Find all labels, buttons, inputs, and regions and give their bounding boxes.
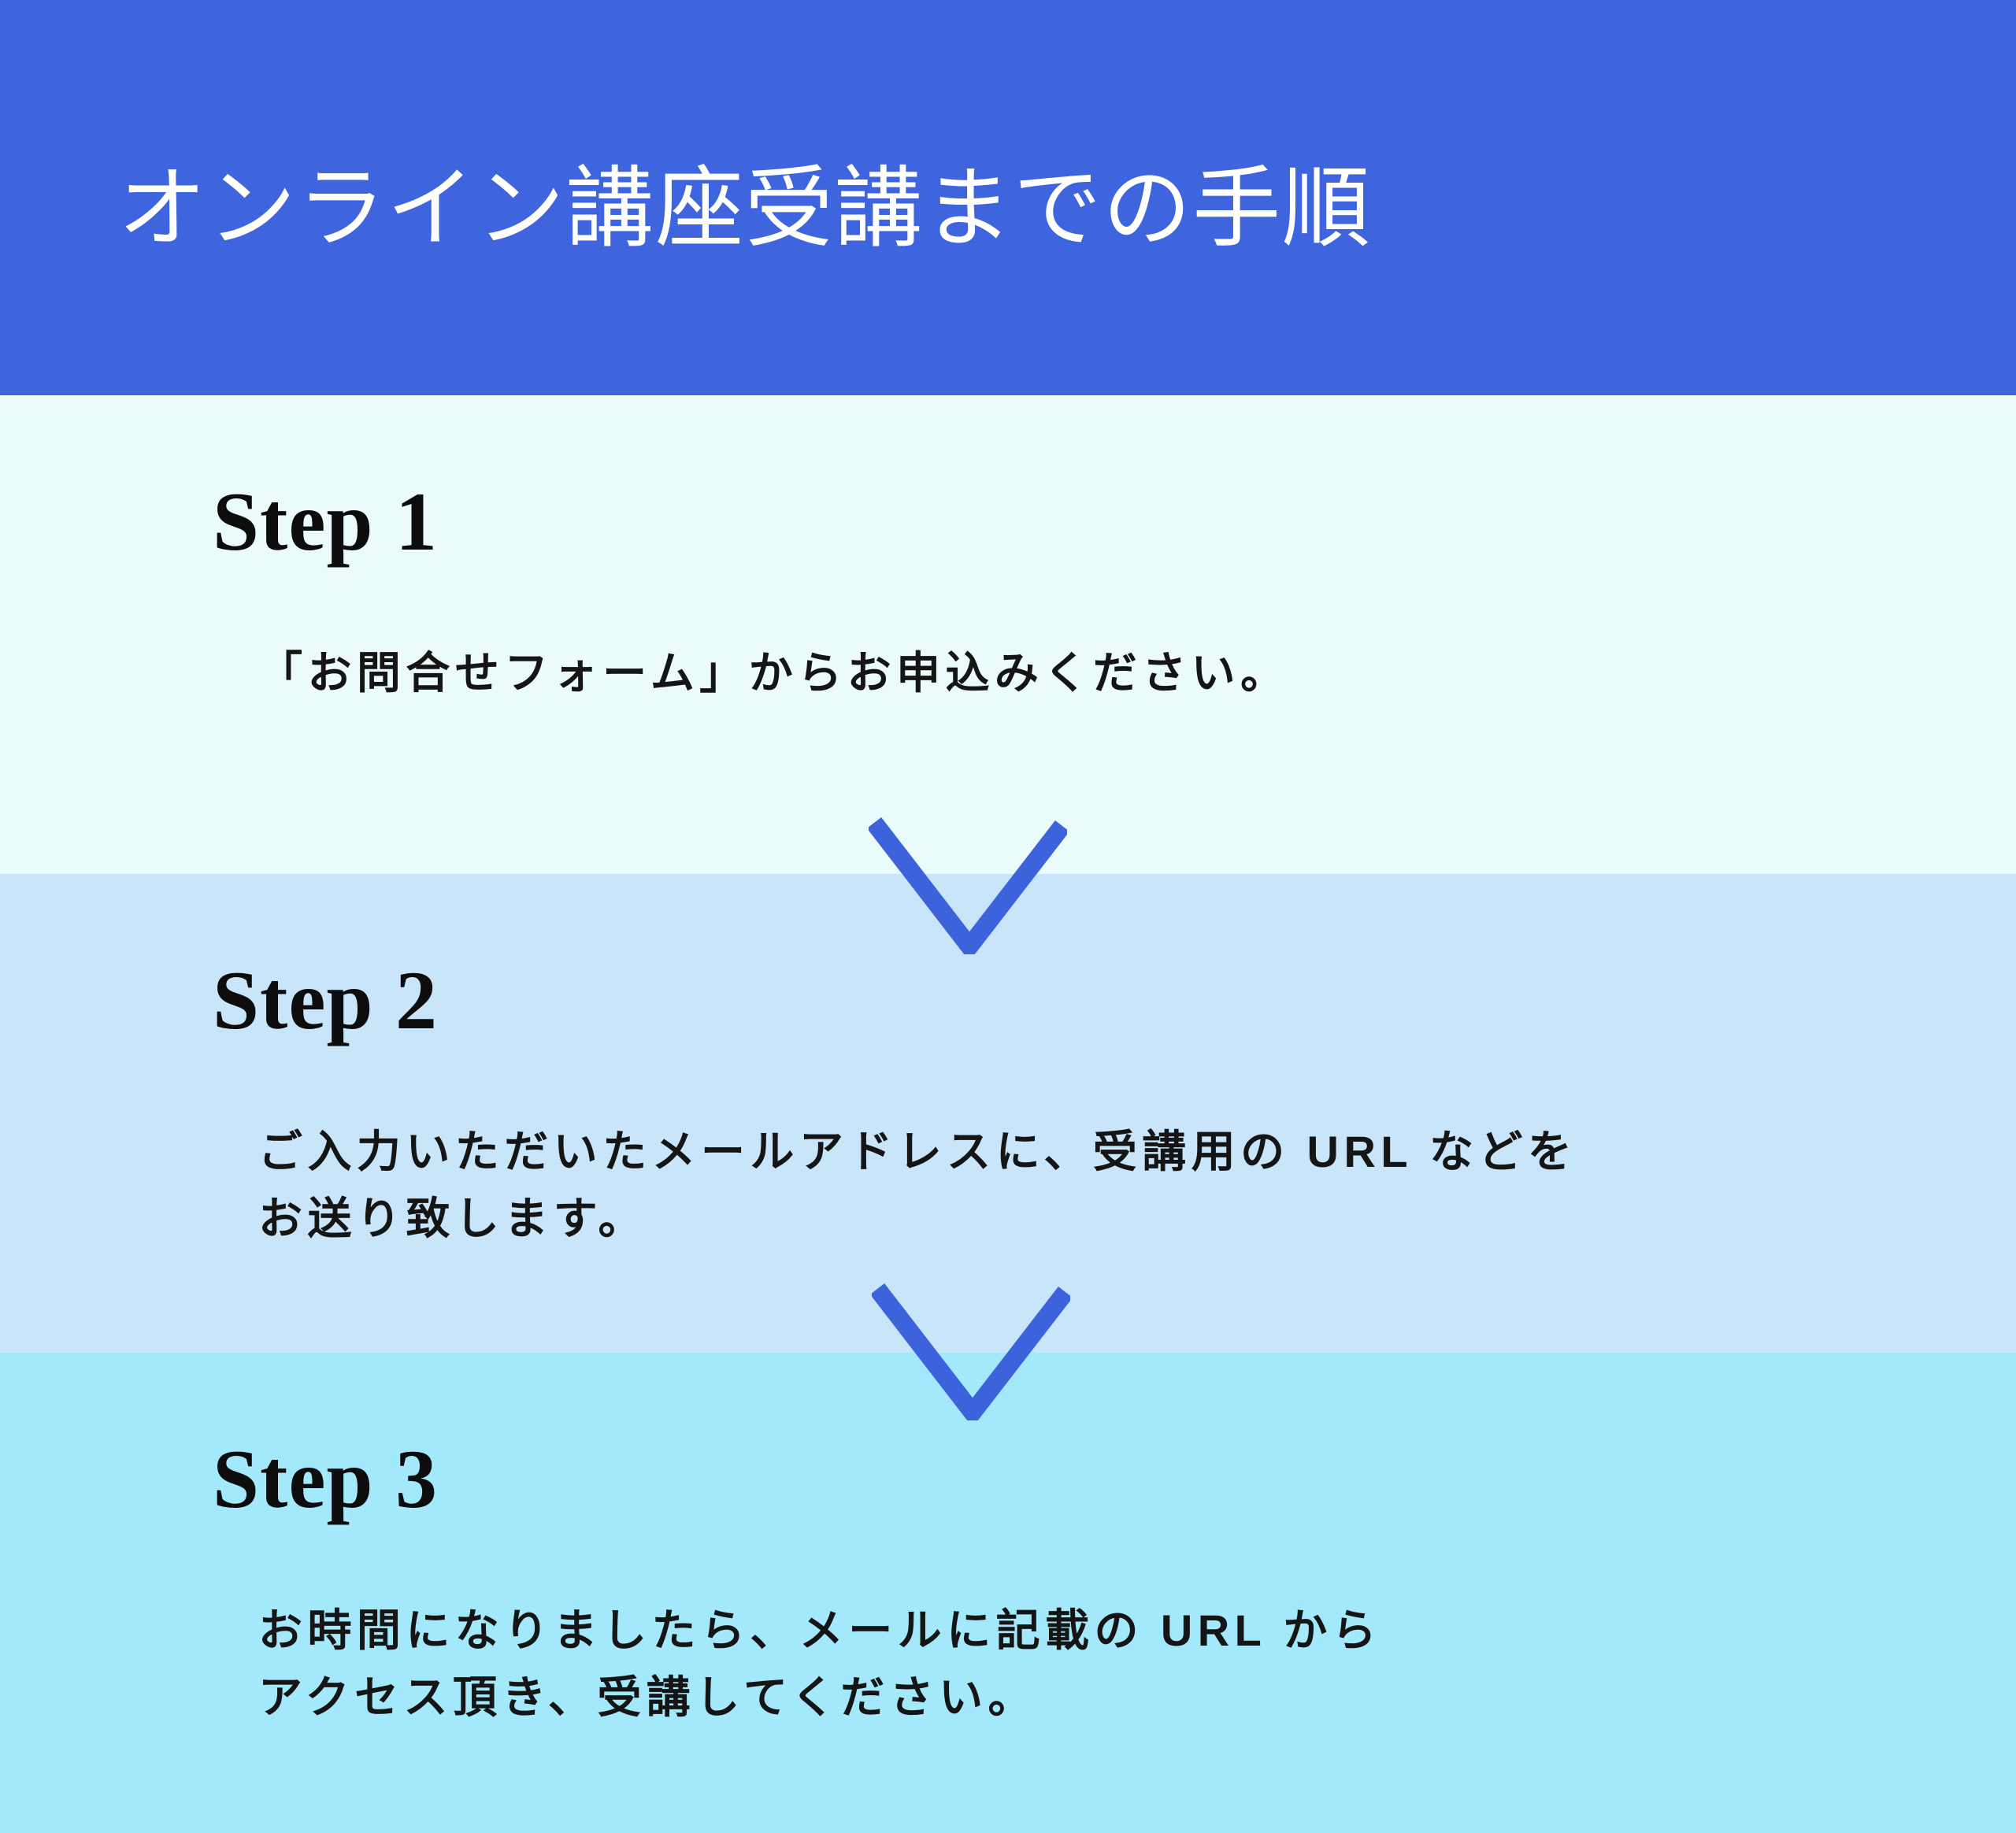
step-2-description: ご入力いただいたメールアドレスに、受講用の URL などを お送り致します。 [213,1118,2016,1252]
step-2-description-line: ご入力いただいたメールアドレスに、受講用の URL などを [258,1126,1577,1176]
step-2-section: Step 2 ご入力いただいたメールアドレスに、受講用の URL などを お送り… [0,874,2016,1353]
chevron-down-icon [869,817,1067,954]
step-3-title: Step 3 [213,1433,439,1525]
step-2-title: Step 2 [213,954,439,1046]
header: オンライン講座受講までの手順 [0,0,2016,395]
page-title: オンライン講座受講までの手順 [118,161,1372,258]
step-1-description-line: 「お問合せフォーム」からお申込みください。 [258,647,1290,698]
step-3-description-line: アクセス頂き、受講してください。 [258,1672,1037,1722]
step-3-description: お時間になりましたら、メールに記載の URL から アクセス頂き、受講してくださ… [213,1597,2016,1731]
chevron-down-icon [872,1283,1070,1420]
step-2-description-line: お送り致します。 [258,1194,647,1243]
step-1-description: 「お問合せフォーム」からお申込みください。 [213,639,2016,706]
step-1-section: Step 1 「お問合せフォーム」からお申込みください。 [0,395,2016,874]
step-1-title: Step 1 [213,476,439,568]
step-3-description-line: お時間になりましたら、メールに記載の URL から [258,1605,1382,1655]
step-3-section: Step 3 お時間になりましたら、メールに記載の URL から アクセス頂き、… [0,1353,2016,1833]
